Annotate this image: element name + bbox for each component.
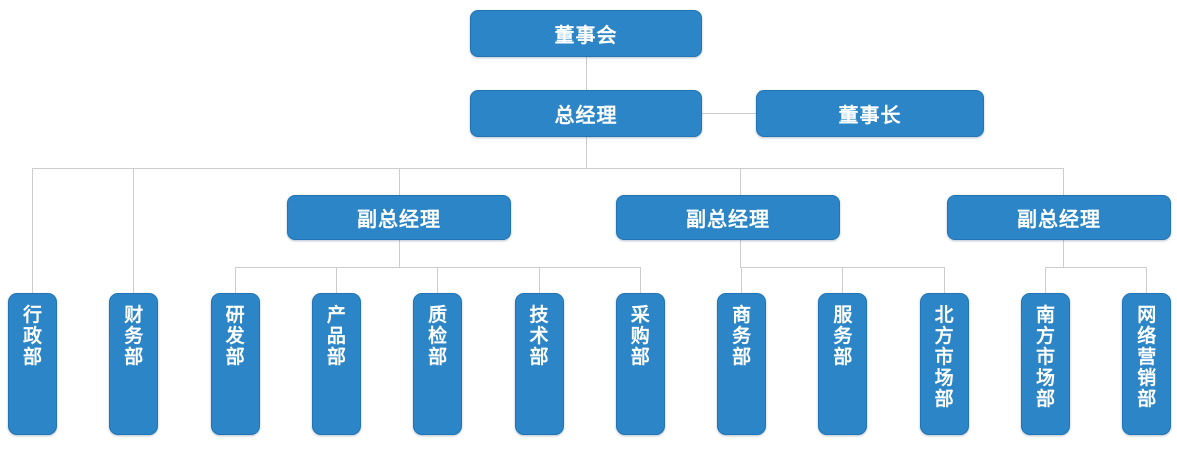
node-chairman[interactable]: 董事长 [756, 90, 984, 137]
connector-drop-finance [133, 168, 135, 293]
node-board[interactable]: 董事会 [470, 10, 702, 57]
connector-drop-deputy-1 [398, 168, 400, 195]
connector-drop-service [842, 267, 844, 293]
node-online-marketing-dept-label: 网络营销部 [1137, 305, 1157, 410]
connector-drop-quality [437, 267, 439, 293]
node-south-market-dept-label: 南方市场部 [1035, 305, 1055, 410]
node-service-dept[interactable]: 服务部 [818, 293, 868, 435]
connector-drop-south-market [1045, 267, 1046, 293]
node-board-label: 董事会 [554, 25, 618, 47]
node-finance-dept[interactable]: 财务部 [109, 293, 159, 435]
connector-deputy-2-down [740, 240, 741, 267]
node-quality-dept-label: 质检部 [428, 305, 448, 368]
node-quality-dept[interactable]: 质检部 [413, 293, 463, 435]
node-general-manager-label: 总经理 [554, 105, 618, 127]
node-deputy-gm-2[interactable]: 副总经理 [616, 195, 840, 240]
connector-drop-technology [538, 267, 540, 293]
connector-drop-online-marketing [1146, 267, 1148, 293]
node-service-dept-label: 服务部 [833, 305, 853, 368]
node-deputy-gm-1-label: 副总经理 [357, 209, 441, 231]
node-business-dept-label: 商务部 [732, 305, 752, 368]
connector-deputy-3-down [1063, 240, 1064, 267]
node-business-dept[interactable]: 商务部 [717, 293, 767, 435]
connector-gm-chairman [702, 113, 756, 114]
connector-drop-deputy-3 [1063, 168, 1064, 195]
connector-deputy-2-rail [740, 266, 944, 268]
connector-board-gm [585, 57, 587, 90]
node-north-market-dept-label: 北方市场部 [934, 305, 954, 410]
connector-drop-admin [32, 168, 33, 293]
connector-drop-procurement [639, 267, 641, 293]
node-south-market-dept[interactable]: 南方市场部 [1021, 293, 1070, 435]
node-deputy-gm-3[interactable]: 副总经理 [947, 195, 1171, 240]
node-product-dept-label: 产品部 [326, 305, 346, 368]
node-north-market-dept[interactable]: 北方市场部 [919, 293, 969, 435]
node-rnd-dept[interactable]: 研发部 [210, 293, 260, 435]
node-product-dept[interactable]: 产品部 [311, 293, 361, 435]
connector-drop-product [335, 267, 337, 293]
connector-deputy-1-down [398, 240, 400, 267]
node-deputy-gm-3-label: 副总经理 [1017, 209, 1101, 231]
connector-deputy-3-rail [1045, 266, 1147, 268]
connector-drop-deputy-2 [740, 168, 741, 195]
node-technology-dept-label: 技术部 [529, 305, 549, 368]
node-general-manager[interactable]: 总经理 [470, 90, 702, 137]
node-rnd-dept-label: 研发部 [225, 305, 245, 368]
connector-drop-business [741, 267, 743, 293]
node-online-marketing-dept[interactable]: 网络营销部 [1122, 293, 1172, 435]
node-procurement-dept-label: 采购部 [630, 305, 650, 368]
node-procurement-dept[interactable]: 采购部 [615, 293, 665, 435]
node-admin-dept-label: 行政部 [22, 305, 42, 368]
connector-level2-rail [32, 167, 1064, 169]
node-deputy-gm-2-label: 副总经理 [686, 209, 770, 231]
connector-drop-north-market [943, 267, 945, 293]
node-technology-dept[interactable]: 技术部 [514, 293, 564, 435]
node-chairman-label: 董事长 [838, 105, 902, 127]
node-finance-dept-label: 财务部 [124, 305, 144, 368]
connector-gm-down [585, 137, 587, 168]
node-deputy-gm-1[interactable]: 副总经理 [287, 195, 511, 240]
node-admin-dept[interactable]: 行政部 [8, 293, 57, 435]
connector-drop-rnd [234, 267, 236, 293]
